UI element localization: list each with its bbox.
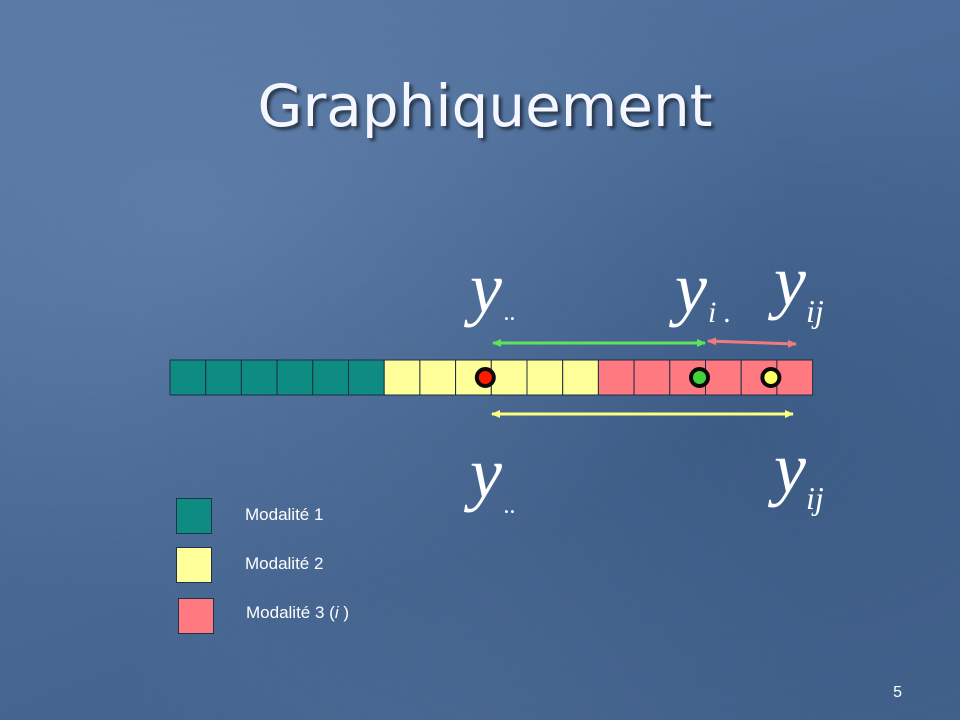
marker-layer	[474, 367, 782, 388]
grand-mean-marker	[474, 367, 496, 388]
cell-modalite-3	[705, 359, 742, 396]
symbol-grand-mean-top: y ..	[463, 248, 516, 328]
symbol-grand-mean-bottom: y ..	[463, 433, 516, 519]
cell-modalite-1	[276, 359, 314, 396]
observation-marker	[760, 367, 782, 388]
legend-label-modalite-3: Modalité 3 (i )	[246, 603, 349, 623]
symbol-base: y	[668, 248, 707, 328]
legend-swatch-modalite-2	[176, 547, 212, 583]
cell-modalite-2	[419, 359, 457, 396]
legend-label-italic: i	[334, 603, 339, 622]
cell-modalite-2	[383, 359, 421, 396]
cell-modalite-2	[526, 359, 564, 396]
cell-modalite-2	[490, 359, 528, 396]
legend-label-modalite-2: Modalité 2	[245, 554, 324, 573]
within-group-arrow	[707, 337, 797, 348]
symbol-base: y	[767, 241, 806, 321]
slide-title: Graphiquement	[257, 72, 713, 140]
cell-modalite-1	[240, 359, 278, 396]
cell-modalite-1	[205, 359, 242, 396]
cell-modalite-1	[312, 359, 349, 396]
symbol-observation-bottom: y ij	[767, 428, 824, 516]
cell-strip	[169, 359, 814, 396]
symbol-sub: ij	[806, 293, 824, 329]
symbol-base: y	[463, 248, 502, 328]
cell-modalite-3	[597, 359, 635, 396]
symbol-observation-top: y ij	[767, 241, 824, 329]
cell-modalite-3	[633, 359, 671, 396]
legend-label-suffix: )	[338, 603, 349, 622]
cell-modalite-3	[776, 359, 814, 396]
symbol-base: y	[767, 428, 806, 508]
symbol-sub: ij	[806, 480, 824, 516]
symbol-sub: ..	[504, 300, 516, 326]
legend-swatch-modalite-1	[176, 498, 212, 534]
symbol-group-mean-top: y i .	[668, 248, 731, 329]
cell-modalite-1	[348, 359, 385, 396]
symbol-sub: i .	[708, 296, 731, 329]
symbol-sub: ..	[504, 493, 516, 519]
page-number: 5	[893, 684, 902, 701]
group-mean-marker	[689, 367, 710, 388]
cell-modalite-1	[169, 359, 207, 396]
legend-label-prefix: Modalité 3 (	[246, 603, 335, 622]
symbol-base: y	[463, 433, 502, 513]
legend-label-modalite-1: Modalité 1	[245, 505, 324, 524]
cell-modalite-2	[562, 359, 599, 396]
legend-swatch-modalite-3	[178, 598, 214, 634]
